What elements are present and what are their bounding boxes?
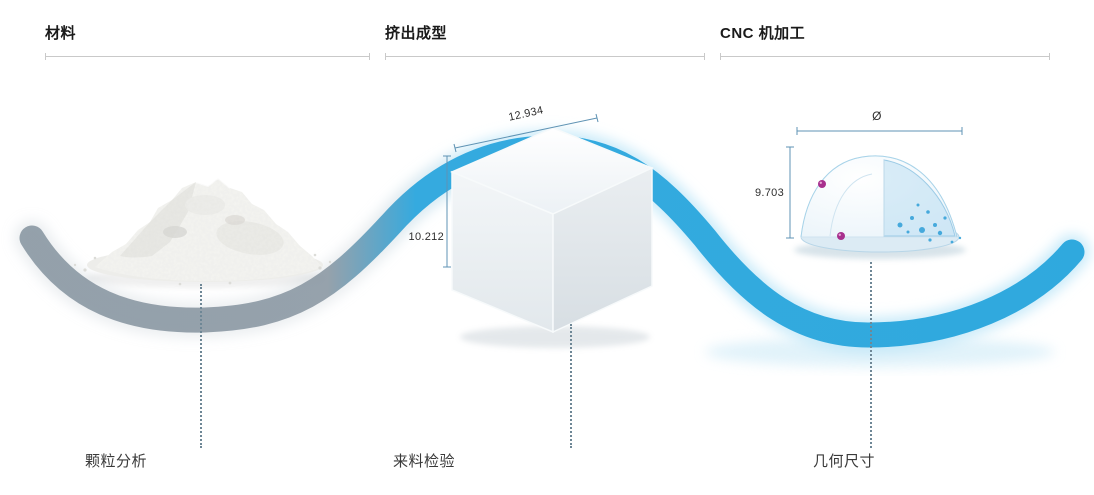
dome-diameter-symbol-label: Ø	[872, 109, 882, 123]
section-header-materials: 材料	[45, 22, 370, 60]
powder-pile	[73, 176, 332, 286]
leader-line-geometry	[870, 262, 872, 448]
cube-right-face	[552, 166, 653, 334]
dome-cut-section	[883, 159, 956, 237]
machined-dome	[800, 155, 962, 253]
section-title-cnc: CNC 机加工	[720, 25, 806, 42]
dome-height-dimension-label: 9.703	[754, 187, 784, 199]
callout-incoming-inspection: 来料检验	[393, 453, 456, 470]
dome-speckles	[897, 203, 962, 244]
section-header-extrusion: 挤出成型	[385, 22, 705, 60]
powder-grain-texture	[95, 178, 322, 281]
callout-geometric-dimensions: 几何尺寸	[813, 453, 876, 470]
section-rule-cnc	[720, 53, 1050, 60]
cube-height-dimension-line	[443, 155, 451, 268]
section-title-materials: 材料	[45, 25, 77, 42]
dome-outline	[800, 155, 958, 238]
section-rule-materials	[45, 53, 370, 60]
section-rule-extrusion	[385, 53, 705, 60]
leader-line-particle	[200, 284, 202, 448]
powder-specks	[73, 253, 332, 286]
dome-inner-arc	[829, 173, 873, 237]
extruded-cube	[450, 127, 654, 334]
section-header-cnc: CNC 机加工	[720, 22, 1050, 60]
cube-width-dimension-line	[453, 113, 599, 153]
cube-shadow	[460, 326, 650, 348]
dome-diameter-dimension-line	[796, 127, 963, 135]
cube-height-dimension-label: 10.212	[408, 231, 444, 243]
dome-height-dimension-line	[786, 146, 794, 239]
leader-line-incoming	[570, 324, 572, 448]
section-title-extrusion: 挤出成型	[385, 25, 448, 42]
callout-particle-analysis: 颗粒分析	[85, 453, 148, 470]
dome-magenta-markers	[818, 180, 845, 240]
